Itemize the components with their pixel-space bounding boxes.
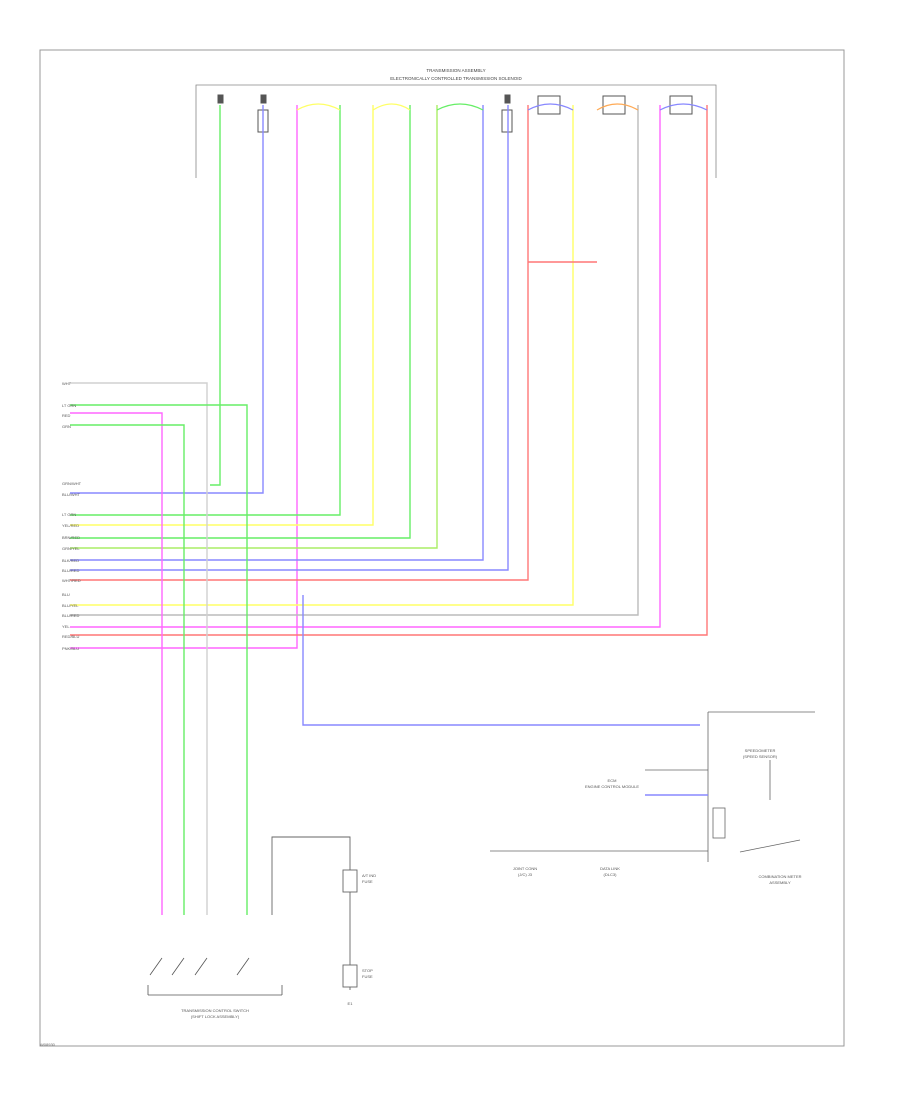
dlc-sublabel: (DLC3): [604, 872, 618, 877]
wire-label: BLU: [62, 592, 70, 597]
wire-label: YEL/RED: [62, 523, 79, 528]
wire-label: GRN: [62, 424, 71, 429]
fuse-b-sublabel: FUSE: [362, 974, 373, 979]
wire-label: BLU/YEL: [62, 603, 79, 608]
fuse-a-sublabel: FUSE: [362, 879, 373, 884]
speedometer-sublabel: (SPEED SENSOR): [743, 754, 778, 759]
left-wire-labels: WHT LT GRN RED GRN GRN/WHT BLU/WHT LT GR…: [62, 381, 82, 651]
joint-sublabel: (J/C) J3: [518, 872, 533, 877]
wire-label: PNK/BLU: [62, 646, 79, 651]
transmission-control-switch: TRANSMISSION CONTROL SWITCH (SHIFT LOCK …: [147, 957, 283, 1019]
shift-switch-wires: [70, 382, 700, 915]
wire-label: BRN/RED: [62, 535, 80, 540]
fuse-circuit: [271, 836, 358, 990]
wire-label: WHT/RED: [62, 578, 81, 583]
wire-label: BLU/RED: [62, 613, 79, 618]
combination-meter: [490, 711, 815, 862]
wire-label: WHT: [62, 381, 72, 386]
wire-label: LT GRN: [62, 512, 76, 517]
shift-switch-label: TRANSMISSION CONTROL SWITCH: [181, 1008, 249, 1013]
assembly-title: TRANSMISSION ASSEMBLY: [426, 68, 485, 73]
wire-label: GRN/WHT: [62, 481, 82, 486]
fuse-b-label: STOP: [362, 968, 373, 973]
fuse-a-label: A/T IND: [362, 873, 376, 878]
wire-label: BLU/RED: [62, 568, 79, 573]
wire-label: BLU/WHT: [62, 492, 81, 497]
transmission-assembly-header: TRANSMISSION ASSEMBLY ELECTRONICALLY CON…: [195, 68, 717, 178]
wire-label: BLK/RED: [62, 558, 79, 563]
wire-label: YEL: [62, 624, 70, 629]
assembly-subtitle: ELECTRONICALLY CONTROLLED TRANSMISSION S…: [390, 76, 522, 81]
wire-label: RED/BLU: [62, 634, 79, 639]
ecm-label: ECM: [608, 778, 617, 783]
dlc-label: DATA LINK: [600, 866, 620, 871]
wire-label: GRN/YEL: [62, 546, 80, 551]
top-loops: [296, 103, 708, 111]
solenoid-connectors: [217, 94, 693, 133]
ground-label: E1: [348, 1001, 354, 1006]
meter-label: COMBINATION METER: [758, 874, 801, 879]
joint-label: JOINT CONN: [513, 866, 537, 871]
vertical-wires: [70, 105, 708, 649]
diagram-frame: [39, 49, 845, 1047]
wire-label: RED: [62, 413, 71, 418]
ecm-sublabel: ENGINE CONTROL MODULE: [585, 784, 639, 789]
shift-switch-sublabel: (SHIFT LOCK ASSEMBLY): [191, 1014, 240, 1019]
meter-sublabel: ASSEMBLY: [769, 880, 791, 885]
speedometer-label: SPEEDOMETER: [745, 748, 776, 753]
figure-reference: W08930: [40, 1042, 55, 1047]
wire-label: LT GRN: [62, 403, 76, 408]
